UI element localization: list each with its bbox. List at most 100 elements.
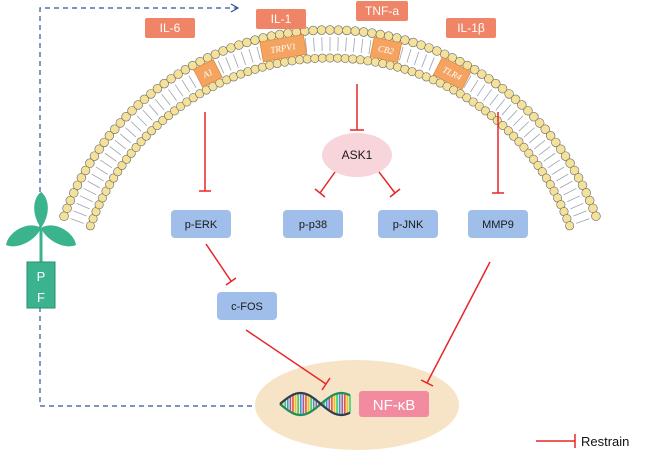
lipid-head <box>99 137 109 148</box>
lipid-head <box>210 49 221 59</box>
lipid-head <box>416 40 426 50</box>
lipid-tail <box>538 146 551 156</box>
pp38-node: p-p38 <box>283 210 343 238</box>
cytokine-group: IL-6 IL-1 TNF-a IL-1β <box>145 1 496 38</box>
cfos-label: c-FOS <box>231 301 263 313</box>
lipid-head <box>514 137 524 147</box>
lipid-head <box>272 59 282 69</box>
lipid-head <box>503 126 513 136</box>
lipid-tail <box>352 38 356 53</box>
lipid-head <box>534 118 545 128</box>
receptor-tlr4-box <box>432 56 472 91</box>
receptor-trpv1: TRPV1 <box>259 33 308 63</box>
lipid-head <box>497 83 508 94</box>
dna-strand <box>279 391 351 417</box>
lipid-head <box>408 37 418 48</box>
lipid-tail <box>104 152 117 162</box>
lipid-tail <box>181 79 190 93</box>
lipid-head <box>152 83 163 94</box>
lipid-tail <box>114 139 127 150</box>
lipid-tail <box>567 195 581 203</box>
lipid-head <box>257 62 267 72</box>
lipid-tail <box>136 115 148 127</box>
lipid-tail <box>360 38 364 53</box>
lipid-tail <box>125 127 137 138</box>
lipid-head <box>588 203 598 214</box>
pf-label-top: P <box>37 269 46 284</box>
edge-ask1-pjnk <box>378 171 401 198</box>
lipid-head <box>363 56 373 66</box>
lipid-head <box>469 65 480 75</box>
lipid-head <box>378 59 388 69</box>
lipid-tail <box>556 173 569 182</box>
lipid-head <box>69 188 79 198</box>
lipid-head <box>474 101 484 111</box>
lipid-head <box>59 211 69 221</box>
receptor-cb2-label: CB2 <box>377 43 395 56</box>
receptor-trpv1-box <box>259 33 308 63</box>
lipid-tail <box>154 99 165 111</box>
lipid-head <box>136 137 146 147</box>
lipid-head <box>492 115 502 125</box>
lipid-tail <box>161 93 171 106</box>
lipid-tail <box>83 188 97 196</box>
lipid-head <box>242 37 252 48</box>
edge-tlr4-mmp9 <box>492 112 504 194</box>
lipid-head <box>110 124 120 134</box>
lipid-head <box>76 173 87 183</box>
lipid-tail <box>476 84 486 97</box>
lipid-head <box>484 74 494 84</box>
lipid-head <box>316 25 327 35</box>
lipid-head <box>367 28 377 38</box>
lipid-tail <box>240 51 247 66</box>
lipid-tail <box>533 139 546 150</box>
lipid-tail <box>168 89 177 101</box>
lipid-head <box>491 78 501 89</box>
lipid-head <box>170 106 180 116</box>
lipid-tail <box>501 104 512 116</box>
cytokine-il1b: IL-1β <box>446 18 496 38</box>
lipid-head <box>127 106 137 116</box>
lipid-tail <box>428 57 435 71</box>
lipid-head <box>537 167 547 177</box>
lipid-head <box>65 195 76 206</box>
lipid-head <box>333 53 343 63</box>
lipid-head <box>462 93 472 103</box>
lipid-head <box>510 94 521 105</box>
lipid-head <box>62 203 72 214</box>
lipid-head <box>533 160 543 170</box>
lipid-head <box>152 121 162 131</box>
lipid-head <box>584 195 595 206</box>
lipid-head <box>158 115 168 125</box>
pf-leaf-right <box>41 225 76 247</box>
lipid-tail <box>256 46 261 61</box>
lipid-head <box>182 97 192 107</box>
lipid-head <box>122 154 132 164</box>
pf-leaf-top <box>34 192 48 228</box>
lipid-head <box>340 53 350 63</box>
lipid-head <box>274 29 285 40</box>
lipid-head <box>342 25 352 36</box>
lipid-head <box>280 57 290 67</box>
dna-helix-icon <box>279 391 351 417</box>
lipid-head <box>89 151 100 161</box>
dna-strand <box>279 391 351 417</box>
lipid-head <box>117 160 127 170</box>
lipid-head <box>147 126 157 136</box>
lipid-head <box>355 55 365 65</box>
lipid-head <box>133 100 143 110</box>
lipid-tail <box>470 79 479 93</box>
lipid-tail <box>87 180 101 189</box>
lipid-head <box>480 106 490 116</box>
edge-a1-perk <box>199 112 211 192</box>
nfkb-label: NF-κB <box>373 397 416 414</box>
perk-node: p-ERK <box>171 210 231 238</box>
lipid-head <box>85 158 95 168</box>
lipid-tail <box>217 60 225 74</box>
lipid-head <box>523 106 533 116</box>
lipid-tail <box>76 202 90 210</box>
lipid-head <box>519 142 529 152</box>
lipid-tail <box>313 37 315 52</box>
lipid-head <box>302 54 312 64</box>
